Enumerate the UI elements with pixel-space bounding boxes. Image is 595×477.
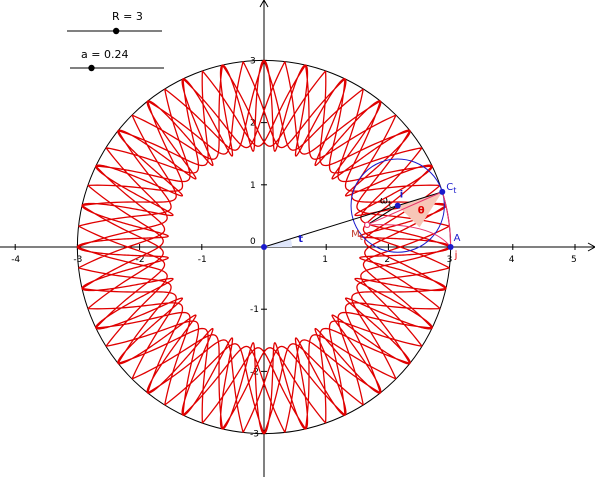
- angle-t-label: t: [298, 234, 303, 245]
- origin-label: 0: [250, 237, 256, 247]
- point-m[interactable]: [363, 221, 371, 229]
- outer-arc: [441, 191, 452, 248]
- x-tick-label: -4: [11, 255, 20, 265]
- pink-segment: [366, 191, 443, 226]
- point-omega-label: ωt: [380, 196, 392, 209]
- angle-theta-label: θ: [418, 206, 425, 217]
- x-tick-label: 3: [447, 255, 453, 265]
- slider-r-label: R = 3: [112, 10, 143, 23]
- x-tick-label: 2: [384, 255, 390, 265]
- point-c[interactable]: [439, 188, 446, 195]
- y-tick-label: 3: [250, 56, 256, 66]
- y-tick-label: 1: [250, 181, 256, 191]
- origin-point[interactable]: [261, 244, 267, 250]
- point-a[interactable]: [447, 244, 454, 250]
- point-a-label: A: [454, 233, 461, 244]
- vec-j-label: j: [454, 250, 458, 261]
- x-tick-label: -2: [136, 255, 145, 265]
- x-tick-label: 4: [509, 255, 515, 265]
- slider-a-label: a = 0.24: [81, 48, 128, 61]
- y-tick-label: -1: [250, 305, 259, 315]
- x-tick-label: -1: [198, 255, 207, 265]
- pink-arc: [367, 224, 451, 248]
- slider-a-handle[interactable]: [88, 64, 95, 72]
- y-tick-label: 2: [250, 119, 256, 129]
- point-m-label: Mt: [351, 229, 363, 242]
- slider-r-handle[interactable]: [112, 27, 120, 35]
- rolling-circle: [350, 158, 445, 253]
- vec-i-label: i: [400, 190, 403, 201]
- point-omega[interactable]: [394, 202, 401, 209]
- y-axis-arrow: [259, 0, 269, 8]
- radius-line: [263, 191, 443, 248]
- x-axis-arrow: [587, 242, 595, 252]
- point-c-label: Ct: [446, 182, 456, 195]
- angle-theta-sector: [397, 191, 443, 228]
- slider-a[interactable]: a = 0.24: [70, 48, 164, 72]
- epicycloid-curve: [76, 59, 452, 435]
- arm-line: [366, 205, 398, 226]
- y-tick-label: -2: [250, 367, 259, 377]
- slider-r[interactable]: R = 3: [67, 10, 162, 35]
- x-tick-label: 5: [571, 255, 577, 265]
- x-tick-label: 1: [322, 255, 328, 265]
- y-tick-label: -3: [250, 430, 259, 440]
